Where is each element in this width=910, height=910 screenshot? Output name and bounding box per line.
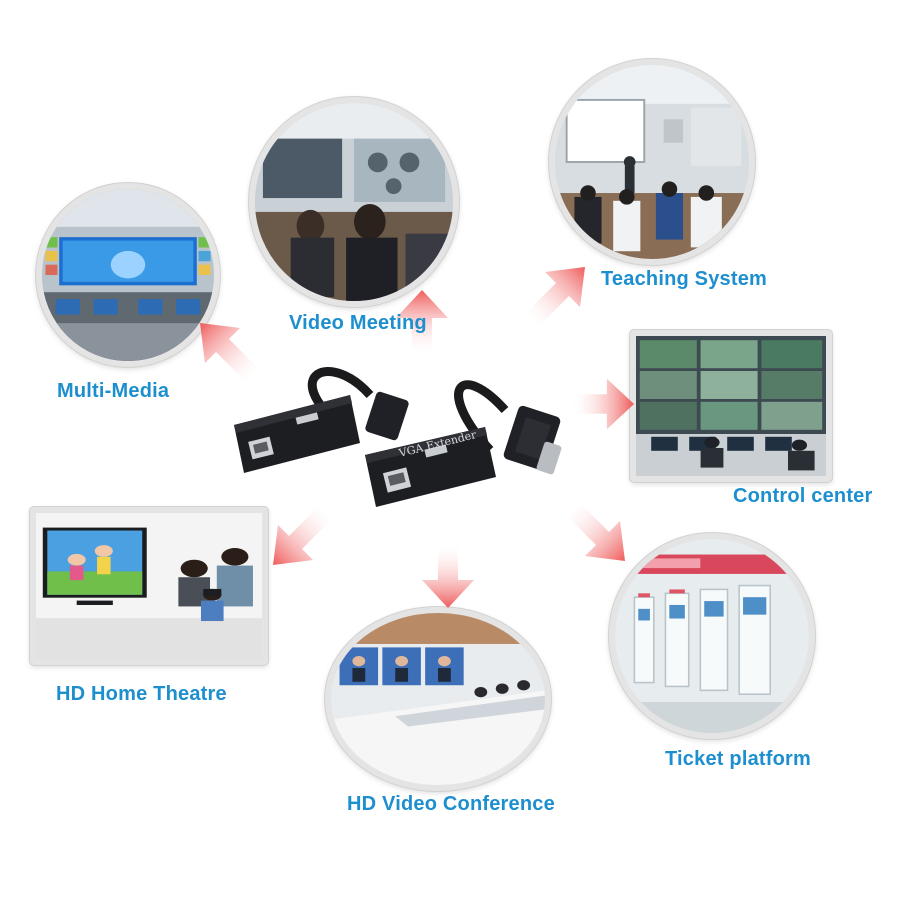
arrow-down-left-icon xyxy=(268,500,338,570)
control-center-photo xyxy=(630,330,832,482)
multi-media-photo xyxy=(36,183,220,367)
label-teaching-system: Teaching System xyxy=(601,268,768,290)
arrow-up-icon xyxy=(392,288,452,358)
arrow-down-icon xyxy=(418,540,478,610)
arrow-up-right-icon xyxy=(520,262,590,332)
arrow-up-left-icon xyxy=(195,318,265,388)
label-hd-home-theatre: HD Home Theatre xyxy=(56,683,227,705)
arrow-right-icon xyxy=(568,374,636,434)
label-ticket-platform: Ticket platform xyxy=(665,748,811,770)
hd-video-conference-photo xyxy=(325,607,551,791)
teaching-system-photo xyxy=(549,59,755,265)
label-video-meeting: Video Meeting xyxy=(289,312,427,334)
vga-extender-device: VGA Extender xyxy=(220,355,580,525)
hd-home-theatre-photo xyxy=(30,507,268,665)
label-hd-video-conference: HD Video Conference xyxy=(347,793,555,815)
arrow-down-right-icon xyxy=(560,496,630,566)
video-meeting-photo xyxy=(249,97,459,307)
label-control-center: Control center xyxy=(733,485,873,507)
ticket-platform-photo xyxy=(609,533,815,739)
label-multi-media: Multi-Media xyxy=(57,380,170,402)
